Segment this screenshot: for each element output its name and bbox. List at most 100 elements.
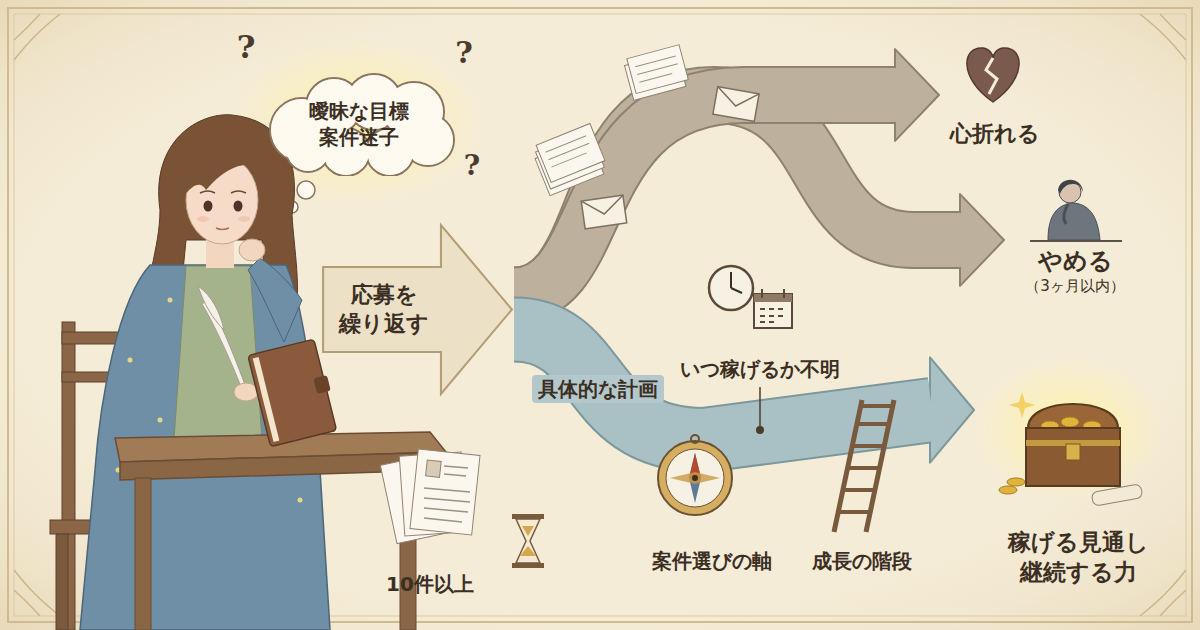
resume-sheets-part bbox=[426, 460, 442, 477]
woman-figure-part bbox=[234, 383, 258, 401]
thought-glow-part bbox=[297, 181, 315, 199]
quitting-person-icon-part bbox=[1064, 204, 1068, 224]
treasure-chest-icon-part bbox=[1061, 417, 1079, 427]
node-subtext: （3ヶ月以内） bbox=[1025, 277, 1125, 297]
table-part bbox=[135, 478, 151, 630]
woman-figure-part bbox=[200, 191, 246, 193]
block-arrow: 応募を 繰り返す bbox=[321, 222, 514, 397]
text-area: 心折れる bbox=[943, 115, 1047, 153]
parchment-part bbox=[1140, 570, 1186, 616]
parchment-part bbox=[14, 570, 60, 616]
quitting-person-icon-part bbox=[1030, 240, 1122, 242]
book-part bbox=[248, 339, 337, 447]
callout-label: いつ稼げるか不明 bbox=[680, 356, 840, 382]
calendar-icon-part bbox=[761, 289, 763, 298]
book bbox=[248, 338, 341, 447]
node-text: 応募を 繰り返す bbox=[328, 281, 440, 338]
quitting-person-icon-part bbox=[1048, 203, 1100, 240]
question-mark: ? bbox=[464, 148, 480, 184]
calendar-icon-part bbox=[754, 294, 792, 328]
text-area: 曖昧な目標 案件迷子 bbox=[262, 72, 456, 176]
flow-band bbox=[514, 330, 974, 463]
treasure-chest-icon-part bbox=[1066, 444, 1080, 460]
envelope-icon-part bbox=[581, 195, 626, 229]
question-mark: ? bbox=[455, 33, 473, 72]
treasure-chest-icon-part bbox=[1009, 392, 1035, 418]
calendar-icon-part bbox=[754, 294, 792, 302]
woman-figure-part bbox=[197, 216, 209, 222]
treasure-chest-icon-part bbox=[999, 486, 1017, 494]
hourglass-icon-part bbox=[520, 526, 536, 556]
hourglass-icon-part bbox=[516, 519, 540, 563]
resume-sheets bbox=[380, 449, 480, 544]
clock-icon bbox=[709, 266, 753, 310]
resume-sheets-part bbox=[424, 466, 470, 522]
woman-figure-part bbox=[168, 298, 173, 303]
resume-sheets-part bbox=[410, 449, 480, 535]
woman-figure-part bbox=[234, 201, 243, 212]
woman-figure-part bbox=[239, 239, 265, 261]
node-text: 曖昧な目標 案件迷子 bbox=[294, 98, 424, 150]
envelope-icon-part bbox=[715, 87, 759, 110]
woman-figure-part bbox=[174, 266, 262, 440]
compass-icon-part bbox=[692, 475, 698, 481]
paper-sheets bbox=[623, 45, 690, 101]
treasure-chest-icon-part bbox=[1026, 428, 1120, 486]
node-text: 稼げる見通し 継続する力 bbox=[996, 528, 1161, 588]
woman-figure-part bbox=[184, 151, 262, 196]
envelope-icon bbox=[581, 195, 626, 229]
node-text: やめる bbox=[1038, 246, 1113, 277]
leader-line bbox=[756, 387, 764, 434]
paper-stack bbox=[531, 124, 610, 196]
calendar-icon-part bbox=[760, 309, 783, 322]
quitting-person-icon-part bbox=[1058, 180, 1083, 194]
treasure-chest-icon-part bbox=[1091, 484, 1143, 506]
woman-figure-part bbox=[298, 498, 303, 503]
clock-icon-part bbox=[731, 288, 742, 293]
woman-figure-part bbox=[158, 418, 163, 423]
flow-band bbox=[514, 95, 1004, 296]
woman-figure-part bbox=[256, 170, 262, 214]
calendar-icon-part bbox=[783, 289, 785, 298]
treasure-chest-icon bbox=[975, 358, 1165, 506]
clock-icon-part bbox=[709, 266, 753, 310]
book-part bbox=[253, 357, 280, 442]
woman-figure-part bbox=[198, 286, 224, 330]
compass-icon-part bbox=[670, 472, 720, 484]
leader-line-part bbox=[759, 387, 761, 426]
envelope-icon-part bbox=[713, 87, 759, 122]
woman-figure-part bbox=[216, 228, 229, 230]
flow-band-outline bbox=[514, 95, 897, 296]
text-area: 稼げる見通し 継続する力 bbox=[978, 520, 1178, 595]
broken-heart-icon-part bbox=[986, 58, 997, 94]
question-mark: ? bbox=[237, 27, 256, 69]
broken-heart-icon bbox=[967, 48, 1019, 102]
envelope-icon-part bbox=[581, 195, 625, 217]
flow-band bbox=[514, 49, 939, 295]
parchment-part bbox=[14, 14, 60, 60]
calendar-icon bbox=[754, 289, 792, 328]
book-part bbox=[313, 375, 330, 394]
arrow-head bbox=[895, 49, 939, 141]
thought-cloud: 曖昧な目標 案件迷子 bbox=[262, 72, 456, 176]
compass-icon-part bbox=[691, 435, 699, 443]
clock-icon-part bbox=[730, 272, 732, 288]
icon-caption: 成長の階段 bbox=[812, 548, 912, 574]
treasure-chest-icon-part bbox=[1007, 478, 1025, 486]
quitting-person-icon bbox=[1030, 180, 1122, 241]
compass-icon-part bbox=[658, 441, 732, 515]
treasure-chest-icon-part bbox=[975, 358, 1165, 502]
node-text: 心折れる bbox=[950, 120, 1040, 149]
icon-caption: 案件選びの軸 bbox=[652, 548, 772, 574]
woman-figure-part bbox=[128, 358, 133, 363]
woman-figure-part bbox=[204, 201, 213, 212]
ladder-icon-part bbox=[839, 406, 892, 512]
flow-band-fill bbox=[514, 95, 897, 296]
parchment-part bbox=[1140, 14, 1186, 60]
ladder-icon bbox=[834, 400, 894, 532]
icon-caption: 10件以上 bbox=[386, 571, 474, 597]
